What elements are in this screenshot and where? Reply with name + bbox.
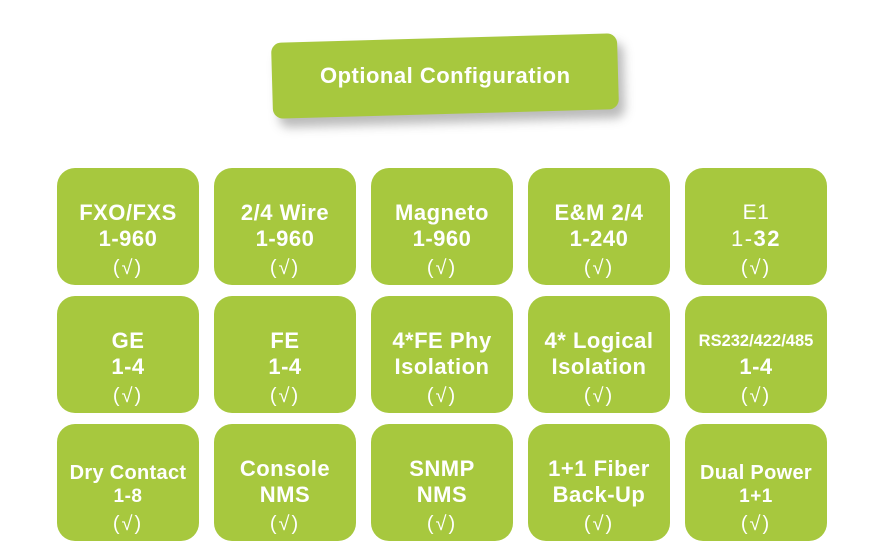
box-title: 2/4 Wire [240, 200, 330, 225]
box-check: (√) [112, 257, 144, 279]
box-title: E&M 2/4 [554, 200, 644, 225]
box-check: (√) [269, 513, 301, 535]
config-box: RS232/422/485 1-4 (√) [685, 296, 827, 413]
box-range-value: 32 [753, 226, 782, 251]
box-check: (√) [583, 513, 615, 535]
box-check: (√) [426, 257, 458, 279]
box-title: GE [111, 328, 145, 353]
box-check: (√) [269, 257, 301, 279]
box-range: 1-32 [731, 226, 781, 252]
box-check: (√) [426, 513, 458, 535]
box-check: (√) [426, 385, 458, 407]
box-range: 1-960 [98, 226, 158, 251]
header-banner: Optional Configuration [271, 33, 619, 119]
box-title: SNMP [409, 456, 475, 481]
box-check: (√) [740, 513, 772, 535]
box-check: (√) [112, 513, 144, 535]
box-check: (√) [740, 257, 772, 279]
box-title: FE [270, 328, 300, 353]
box-check: (√) [740, 385, 772, 407]
box-title: Dual Power [700, 462, 812, 484]
box-range: 1-4 [111, 354, 145, 379]
box-title: 1+1 Fiber [548, 456, 650, 481]
box-range: 1-4 [268, 354, 302, 379]
box-range: Isolation [394, 354, 490, 379]
box-range: 1-960 [412, 226, 472, 251]
box-range: Isolation [551, 354, 647, 379]
box-range: 1+1 [739, 486, 773, 507]
box-title: Dry Contact [69, 462, 187, 484]
box-title: RS232/422/485 [698, 332, 814, 350]
box-check: (√) [583, 257, 615, 279]
box-title: Console [239, 456, 331, 481]
box-title: E1 [742, 201, 770, 224]
box-range: 1-4 [739, 354, 773, 379]
box-range: 1-960 [255, 226, 315, 251]
box-range: 1-8 [113, 486, 143, 507]
box-check: (√) [269, 385, 301, 407]
box-text: RS232/422/485 1-4 [699, 328, 814, 380]
box-title: FXO/FXS [79, 200, 177, 225]
box-range: NMS [259, 482, 311, 507]
box-title: 4* Logical [544, 328, 654, 353]
box-title: Magneto [395, 200, 489, 225]
box-check: (√) [112, 385, 144, 407]
box-range: 1-240 [569, 226, 629, 251]
box-title: 4*FE Phy [392, 328, 492, 353]
box-range: Back-Up [552, 482, 646, 507]
box-check: (√) [583, 385, 615, 407]
box-range-prefix: 1- [730, 226, 754, 251]
header-title: Optional Configuration [319, 63, 571, 88]
box-range: NMS [416, 482, 468, 507]
